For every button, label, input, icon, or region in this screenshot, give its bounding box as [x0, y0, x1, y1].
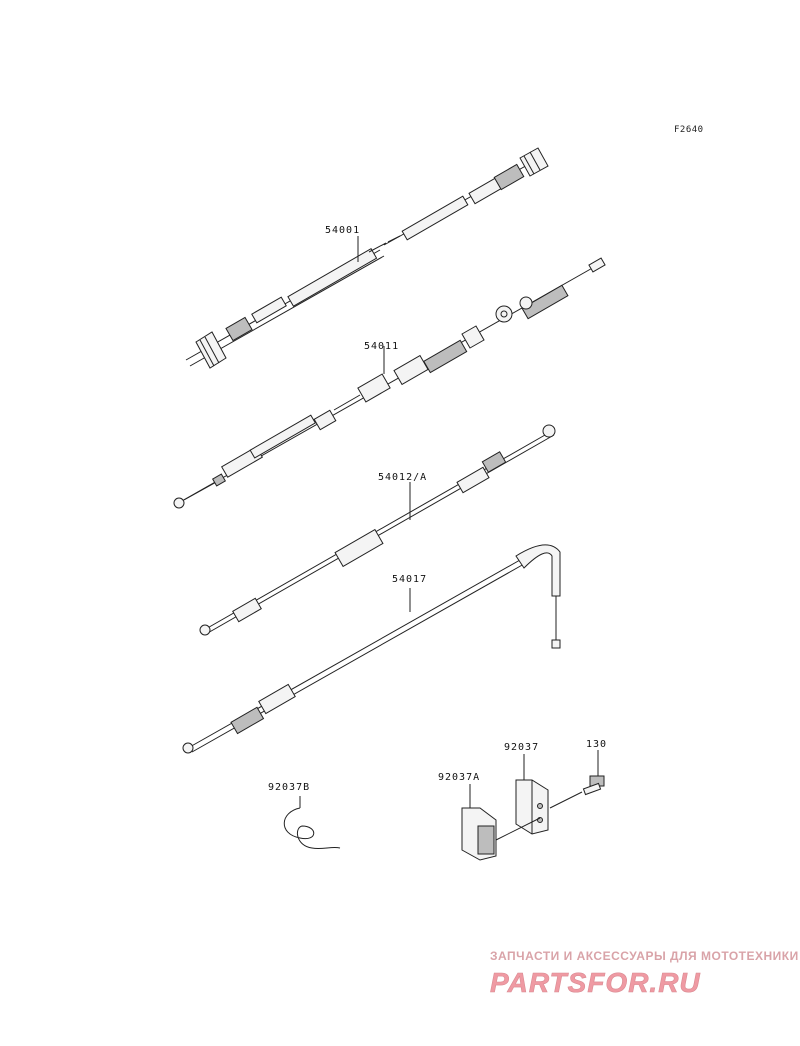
bolt-130[interactable] [549, 750, 605, 809]
label-54011: 54011 [364, 341, 399, 352]
label-92037a: 92037A [438, 772, 480, 783]
label-54012a: 54012/A [378, 472, 427, 483]
label-130: 130 [586, 739, 607, 750]
clamp-92037[interactable] [515, 754, 549, 835]
label-92037b: 92037B [268, 782, 310, 793]
label-92037: 92037 [504, 742, 539, 753]
clamp-92037a[interactable] [461, 784, 541, 861]
cable-54001[interactable] [185, 147, 549, 369]
clip-92037b[interactable] [283, 796, 341, 850]
label-54017: 54017 [392, 574, 427, 585]
figure-ref: F2640 [674, 125, 704, 135]
watermark-logo: PARTSFOR.RU [490, 967, 701, 998]
cable-54017[interactable] [182, 544, 561, 754]
cable-54011[interactable] [173, 257, 606, 509]
label-54001: 54001 [325, 225, 360, 236]
cable-54012a[interactable] [199, 424, 556, 636]
watermark-tagline: ЗАПЧАСТИ И АКСЕССУАРЫ ДЛЯ МОТОТЕХНИКИ [490, 949, 799, 963]
